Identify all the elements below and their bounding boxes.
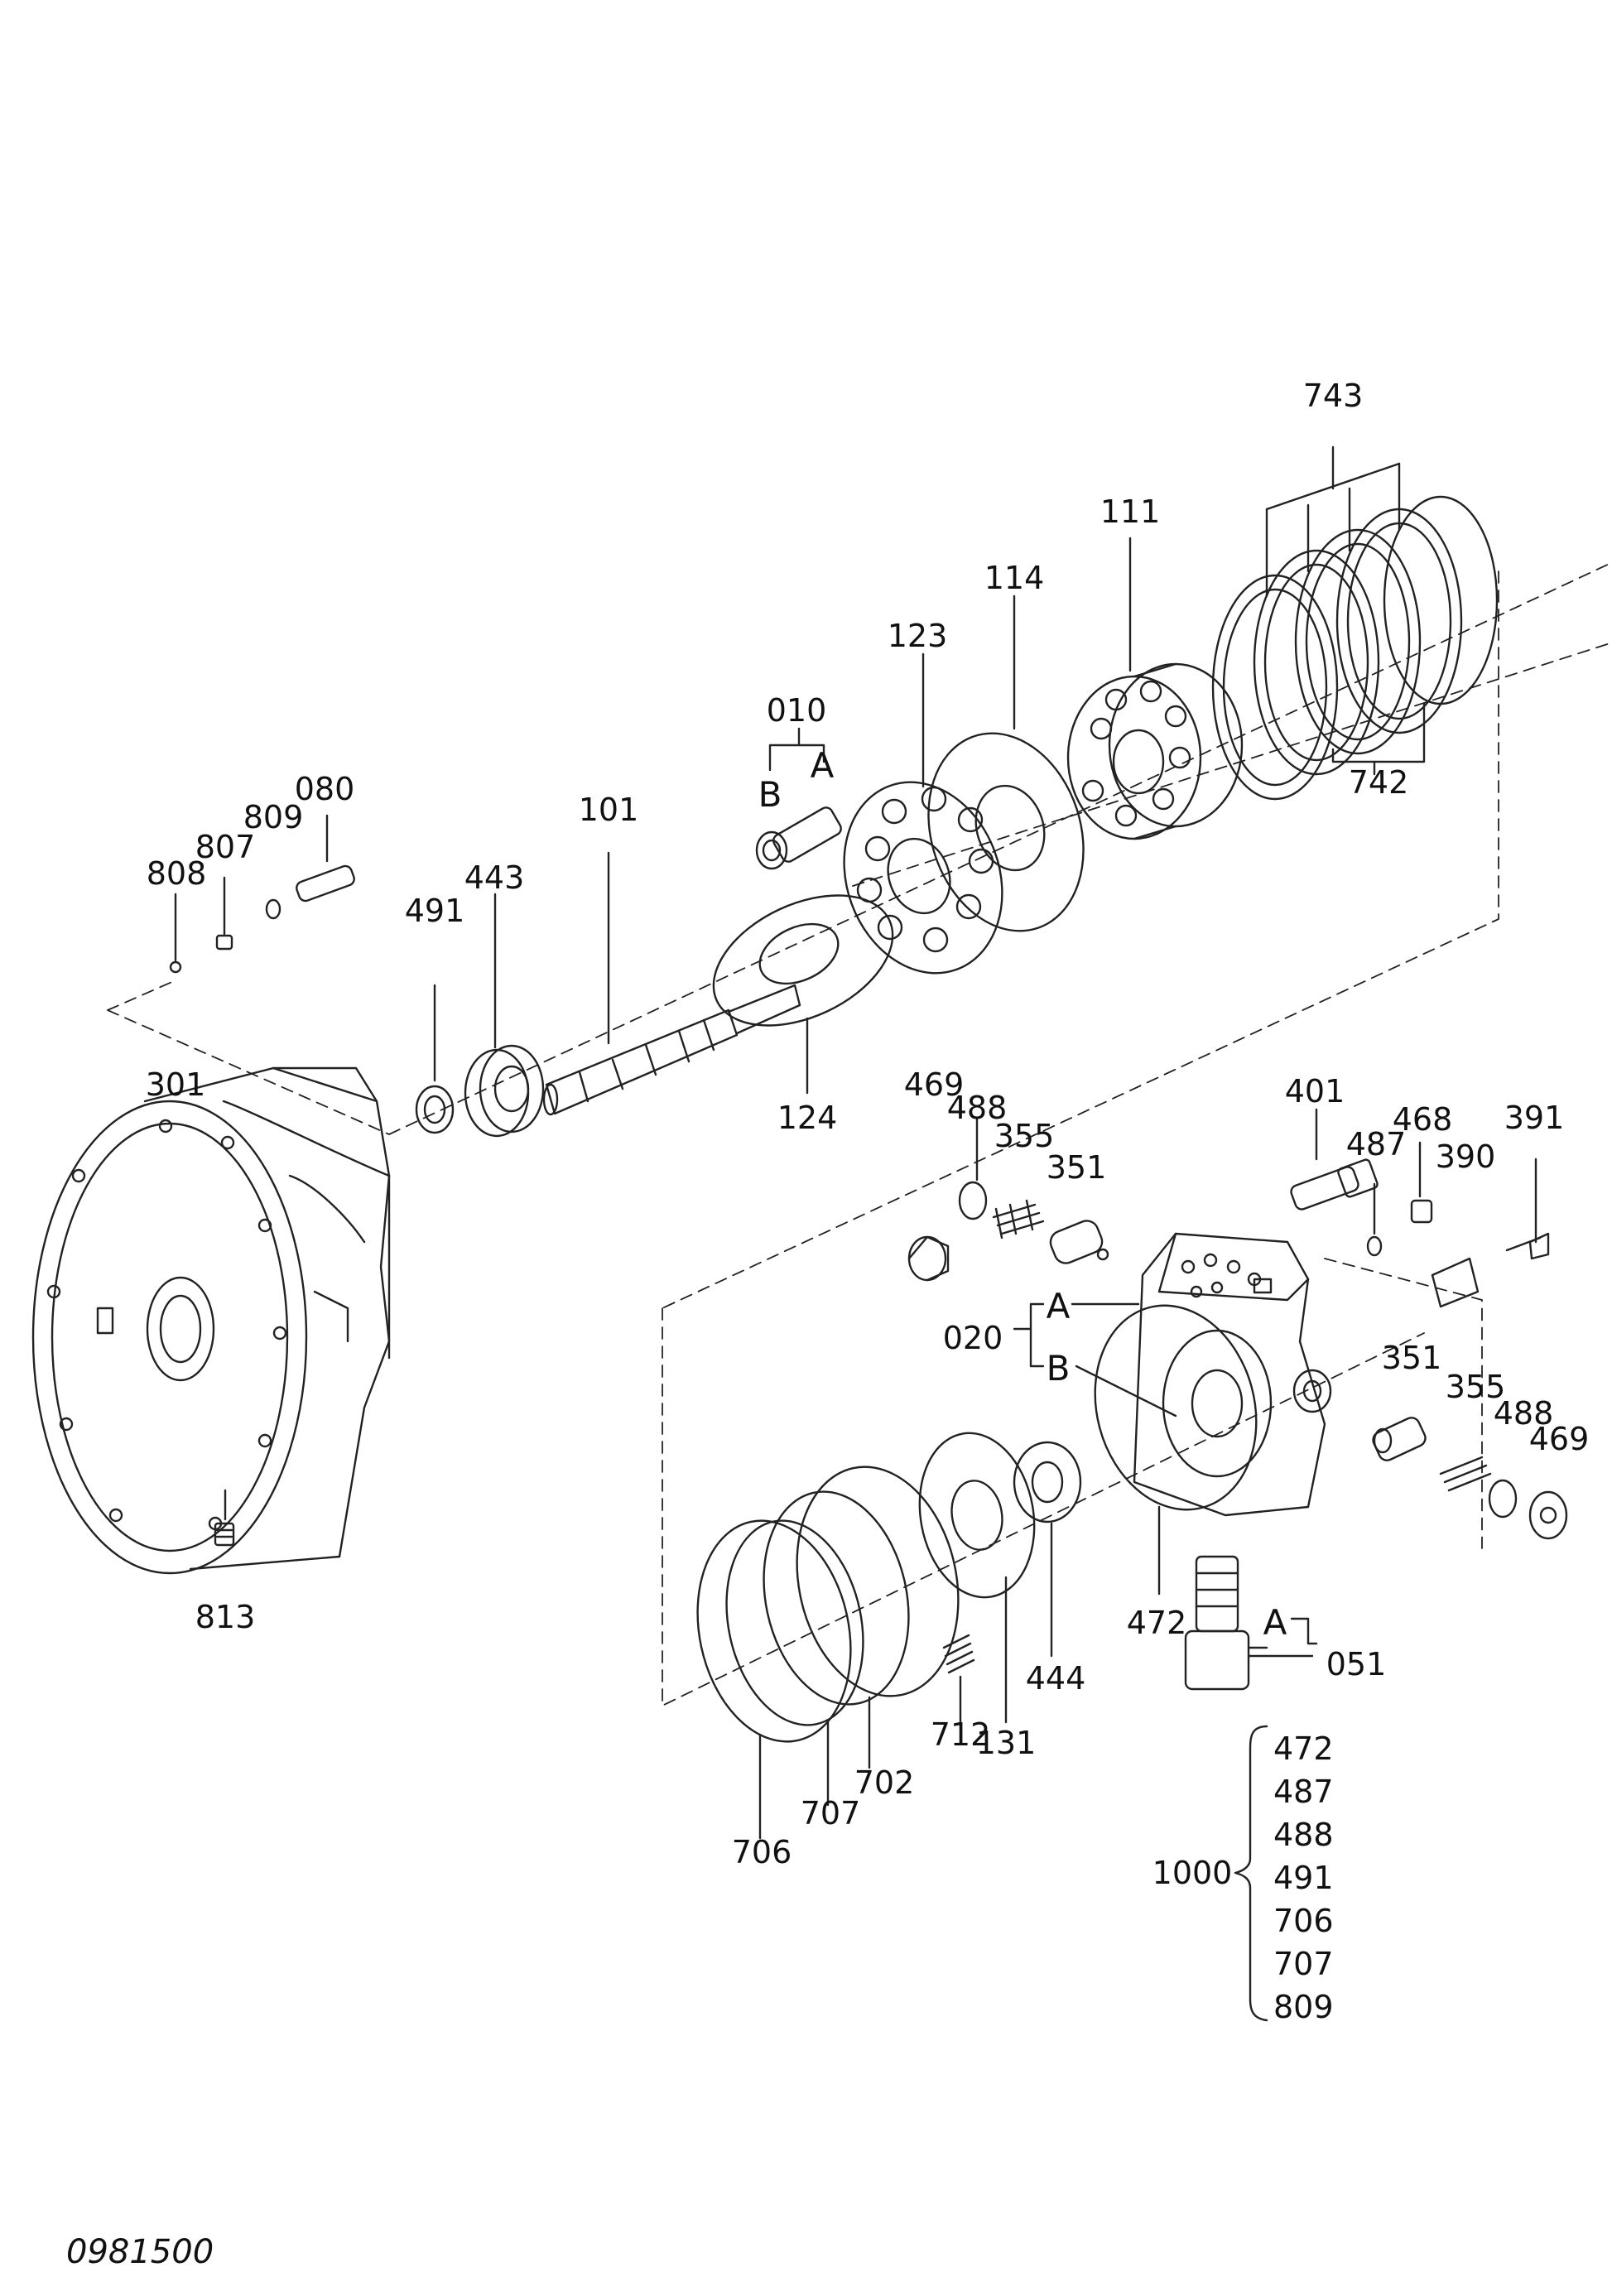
part-label-742: 742 bbox=[1348, 764, 1409, 801]
brake-piston-702-drawing bbox=[763, 1466, 960, 1769]
part-label-355-lower: 355 bbox=[1445, 1369, 1506, 1405]
o-ring-472-drawing bbox=[1094, 1304, 1258, 1596]
kit-item: 472 bbox=[1273, 1730, 1334, 1767]
valve-parts-right-drawing bbox=[1290, 1108, 1550, 1308]
leader-brackets bbox=[1013, 1302, 1318, 1645]
kit-item-list: 472 487 488 491 706 707 809 bbox=[1273, 1727, 1334, 2029]
part-label-390: 390 bbox=[1435, 1138, 1496, 1175]
cartridge-051-drawing bbox=[1184, 1555, 1314, 1691]
part-label-080: 080 bbox=[294, 771, 355, 807]
part-label-020: 020 bbox=[942, 1320, 1003, 1356]
part-label-131: 131 bbox=[975, 1725, 1037, 1761]
part-label-391: 391 bbox=[1504, 1100, 1565, 1136]
spring-712-drawing bbox=[942, 1634, 975, 1724]
letter-b-010: B bbox=[758, 774, 782, 815]
part-label-813: 813 bbox=[195, 1599, 256, 1635]
part-label-809: 809 bbox=[243, 799, 304, 835]
part-label-401: 401 bbox=[1284, 1073, 1345, 1109]
retainer-123-drawing bbox=[843, 652, 1003, 975]
plug-813-drawing bbox=[214, 1489, 235, 1547]
part-label-488-lower: 488 bbox=[1493, 1395, 1554, 1432]
part-label-469-upper: 469 bbox=[903, 1066, 965, 1103]
part-label-101: 101 bbox=[578, 792, 639, 828]
relief-parts-upper-drawing bbox=[907, 1116, 1109, 1282]
plate-124-drawing bbox=[712, 894, 894, 1095]
kit-bracket bbox=[1234, 1725, 1268, 2022]
letter-a-051: A bbox=[1263, 1602, 1287, 1643]
valve-block-020-drawing bbox=[1133, 1232, 1332, 1517]
assembly-dashed-lines bbox=[107, 561, 1612, 1706]
kit-item: 487 bbox=[1273, 1774, 1334, 1810]
kit-item: 488 bbox=[1273, 1817, 1334, 1853]
kit-label-1000: 1000 bbox=[1152, 1855, 1233, 1891]
part-label-351-lower: 351 bbox=[1381, 1340, 1442, 1376]
part-label-444: 444 bbox=[1025, 1660, 1086, 1697]
discs-742-743-drawing bbox=[1211, 445, 1499, 801]
part-label-114: 114 bbox=[984, 560, 1045, 596]
part-label-124: 124 bbox=[777, 1100, 838, 1136]
part-label-702: 702 bbox=[854, 1764, 915, 1801]
part-label-491: 491 bbox=[404, 893, 465, 929]
housing-301-drawing bbox=[31, 1066, 391, 1575]
bearing-444-drawing bbox=[1013, 1441, 1082, 1658]
kit-item: 491 bbox=[1273, 1860, 1334, 1896]
part-label-051: 051 bbox=[1326, 1646, 1387, 1682]
part-label-487: 487 bbox=[1345, 1126, 1407, 1162]
kit-item: 707 bbox=[1273, 1946, 1334, 1982]
part-label-010: 010 bbox=[766, 692, 827, 729]
small-parts-080-809-807-808-drawing bbox=[169, 814, 355, 974]
plate-114-drawing bbox=[927, 594, 1085, 932]
part-label-808: 808 bbox=[146, 855, 207, 892]
valve-plate-131-drawing bbox=[918, 1432, 1036, 1724]
part-label-807: 807 bbox=[195, 829, 256, 865]
rings-706-707-drawing bbox=[696, 1519, 864, 1840]
part-label-488-upper: 488 bbox=[946, 1090, 1008, 1126]
part-label-469-lower: 469 bbox=[1528, 1421, 1590, 1457]
letter-b-020: B bbox=[1046, 1348, 1071, 1389]
part-label-123: 123 bbox=[887, 618, 948, 654]
letter-a-020: A bbox=[1046, 1286, 1071, 1326]
part-label-712: 712 bbox=[930, 1716, 991, 1753]
kit-item: 706 bbox=[1273, 1903, 1334, 1939]
shaft-101-drawing bbox=[542, 851, 801, 1116]
part-label-468: 468 bbox=[1392, 1101, 1453, 1138]
part-label-351-upper: 351 bbox=[1046, 1149, 1107, 1186]
piston-010-drawing bbox=[755, 727, 842, 870]
bearing-443-drawing bbox=[464, 893, 545, 1138]
part-label-443: 443 bbox=[464, 859, 525, 896]
cylinder-111-drawing bbox=[1066, 537, 1244, 840]
letter-a-010: A bbox=[810, 745, 835, 786]
relief-parts-lower-drawing bbox=[1372, 1417, 1568, 1540]
kit-item: 809 bbox=[1273, 1989, 1334, 2025]
seal-491-drawing bbox=[415, 984, 455, 1134]
part-label-355-upper: 355 bbox=[994, 1118, 1055, 1154]
part-label-707: 707 bbox=[800, 1795, 861, 1832]
part-label-472: 472 bbox=[1126, 1605, 1187, 1641]
part-label-706: 706 bbox=[731, 1834, 792, 1870]
part-label-743: 743 bbox=[1302, 378, 1364, 414]
part-label-111: 111 bbox=[1100, 493, 1161, 530]
document-code: 0981500 bbox=[66, 2233, 214, 2271]
part-label-301: 301 bbox=[145, 1066, 206, 1103]
